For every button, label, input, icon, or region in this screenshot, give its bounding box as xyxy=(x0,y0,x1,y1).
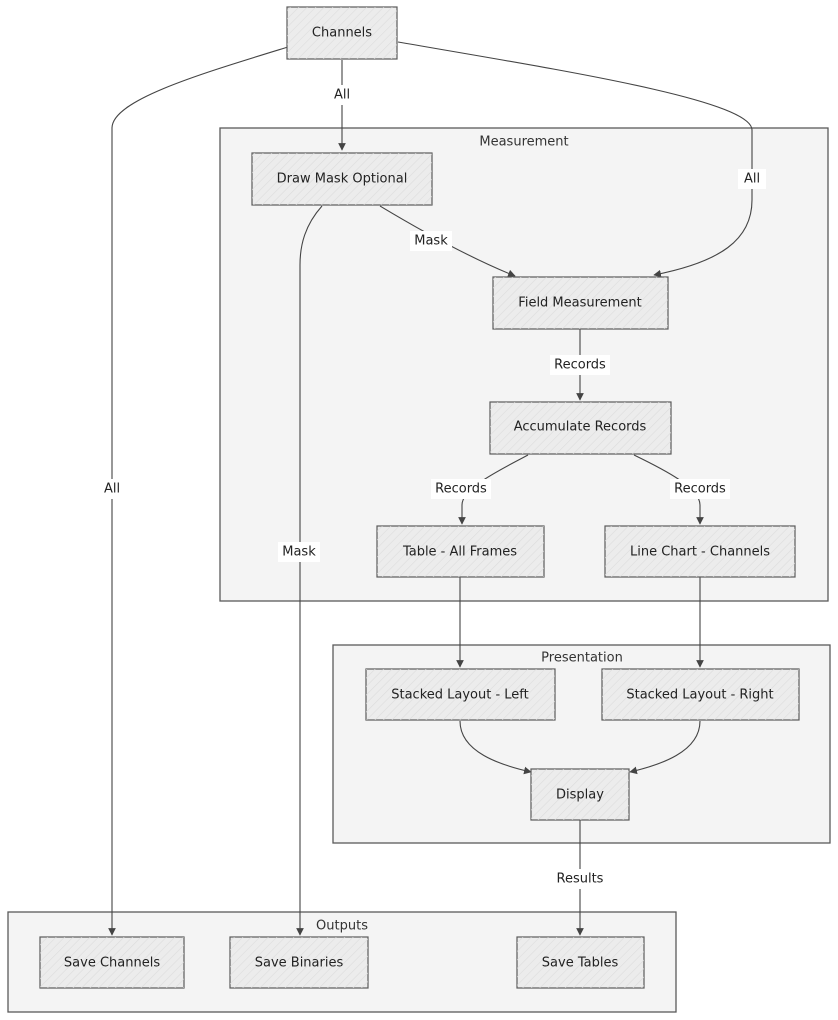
node-display[interactable]: Display xyxy=(530,768,630,821)
node-save-binaries[interactable]: Save Binaries xyxy=(229,936,369,989)
node-accumulate-records[interactable]: Accumulate Records xyxy=(489,401,672,455)
node-stacked-layout-left[interactable]: Stacked Layout - Left xyxy=(365,668,556,721)
node-table-all-frames[interactable]: Table - All Frames xyxy=(376,525,545,578)
edge-stacked-right-to-display xyxy=(629,720,701,775)
node-draw-mask-label: Draw Mask Optional xyxy=(277,172,408,187)
node-field-measurement[interactable]: Field Measurement xyxy=(492,276,669,330)
svg-text:All: All xyxy=(744,172,760,187)
node-save-channels-label: Save Channels xyxy=(64,956,160,971)
edge-label-field-to-accumulate: Records xyxy=(550,355,610,375)
node-display-label: Display xyxy=(556,788,604,803)
edge-label-channels-to-save: All xyxy=(98,479,126,499)
edge-label-display-to-tables: Results xyxy=(553,869,607,889)
edge-label-mask-to-field: Mask xyxy=(410,231,452,251)
node-stacked-layout-right[interactable]: Stacked Layout - Right xyxy=(601,668,800,721)
edge-label-channels-to-mask: All xyxy=(328,85,356,105)
node-channels[interactable]: Channels xyxy=(286,6,398,60)
node-line-chart-channels[interactable]: Line Chart - Channels xyxy=(604,525,796,578)
node-stacked-layout-right-label: Stacked Layout - Right xyxy=(626,688,773,703)
node-table-all-frames-label: Table - All Frames xyxy=(402,545,517,560)
presentation-group-label: Presentation xyxy=(541,651,623,666)
svg-text:Records: Records xyxy=(435,482,487,497)
svg-text:Mask: Mask xyxy=(414,234,448,249)
node-field-measurement-label: Field Measurement xyxy=(518,296,641,311)
svg-text:All: All xyxy=(334,88,350,103)
node-stacked-layout-left-label: Stacked Layout - Left xyxy=(391,688,529,703)
edge-mask-to-binaries xyxy=(296,205,323,936)
outputs-group-label: Outputs xyxy=(316,919,368,934)
node-save-tables-label: Save Tables xyxy=(542,956,619,971)
node-accumulate-records-label: Accumulate Records xyxy=(514,420,647,435)
node-save-binaries-label: Save Binaries xyxy=(255,956,344,971)
measurement-group-label: Measurement xyxy=(479,135,568,150)
node-save-channels[interactable]: Save Channels xyxy=(39,936,185,989)
node-channels-label: Channels xyxy=(312,26,372,41)
node-save-tables[interactable]: Save Tables xyxy=(516,936,645,989)
svg-text:Mask: Mask xyxy=(282,545,316,560)
svg-text:All: All xyxy=(104,482,120,497)
node-draw-mask[interactable]: Draw Mask Optional xyxy=(251,152,433,206)
svg-text:Records: Records xyxy=(674,482,726,497)
edge-channels-to-save-channels xyxy=(108,46,289,936)
edge-label-channels-to-field: All xyxy=(738,169,766,189)
svg-text:Results: Results xyxy=(557,872,604,887)
edge-label-accumulate-to-chart: Records xyxy=(670,479,730,499)
edge-channels-to-field xyxy=(397,41,753,278)
svg-text:Records: Records xyxy=(554,358,606,373)
edge-label-accumulate-to-table: Records xyxy=(431,479,491,499)
edge-stacked-left-to-display xyxy=(459,720,532,775)
node-line-chart-channels-label: Line Chart - Channels xyxy=(630,545,770,560)
edge-label-mask-to-binaries: Mask xyxy=(278,542,320,562)
